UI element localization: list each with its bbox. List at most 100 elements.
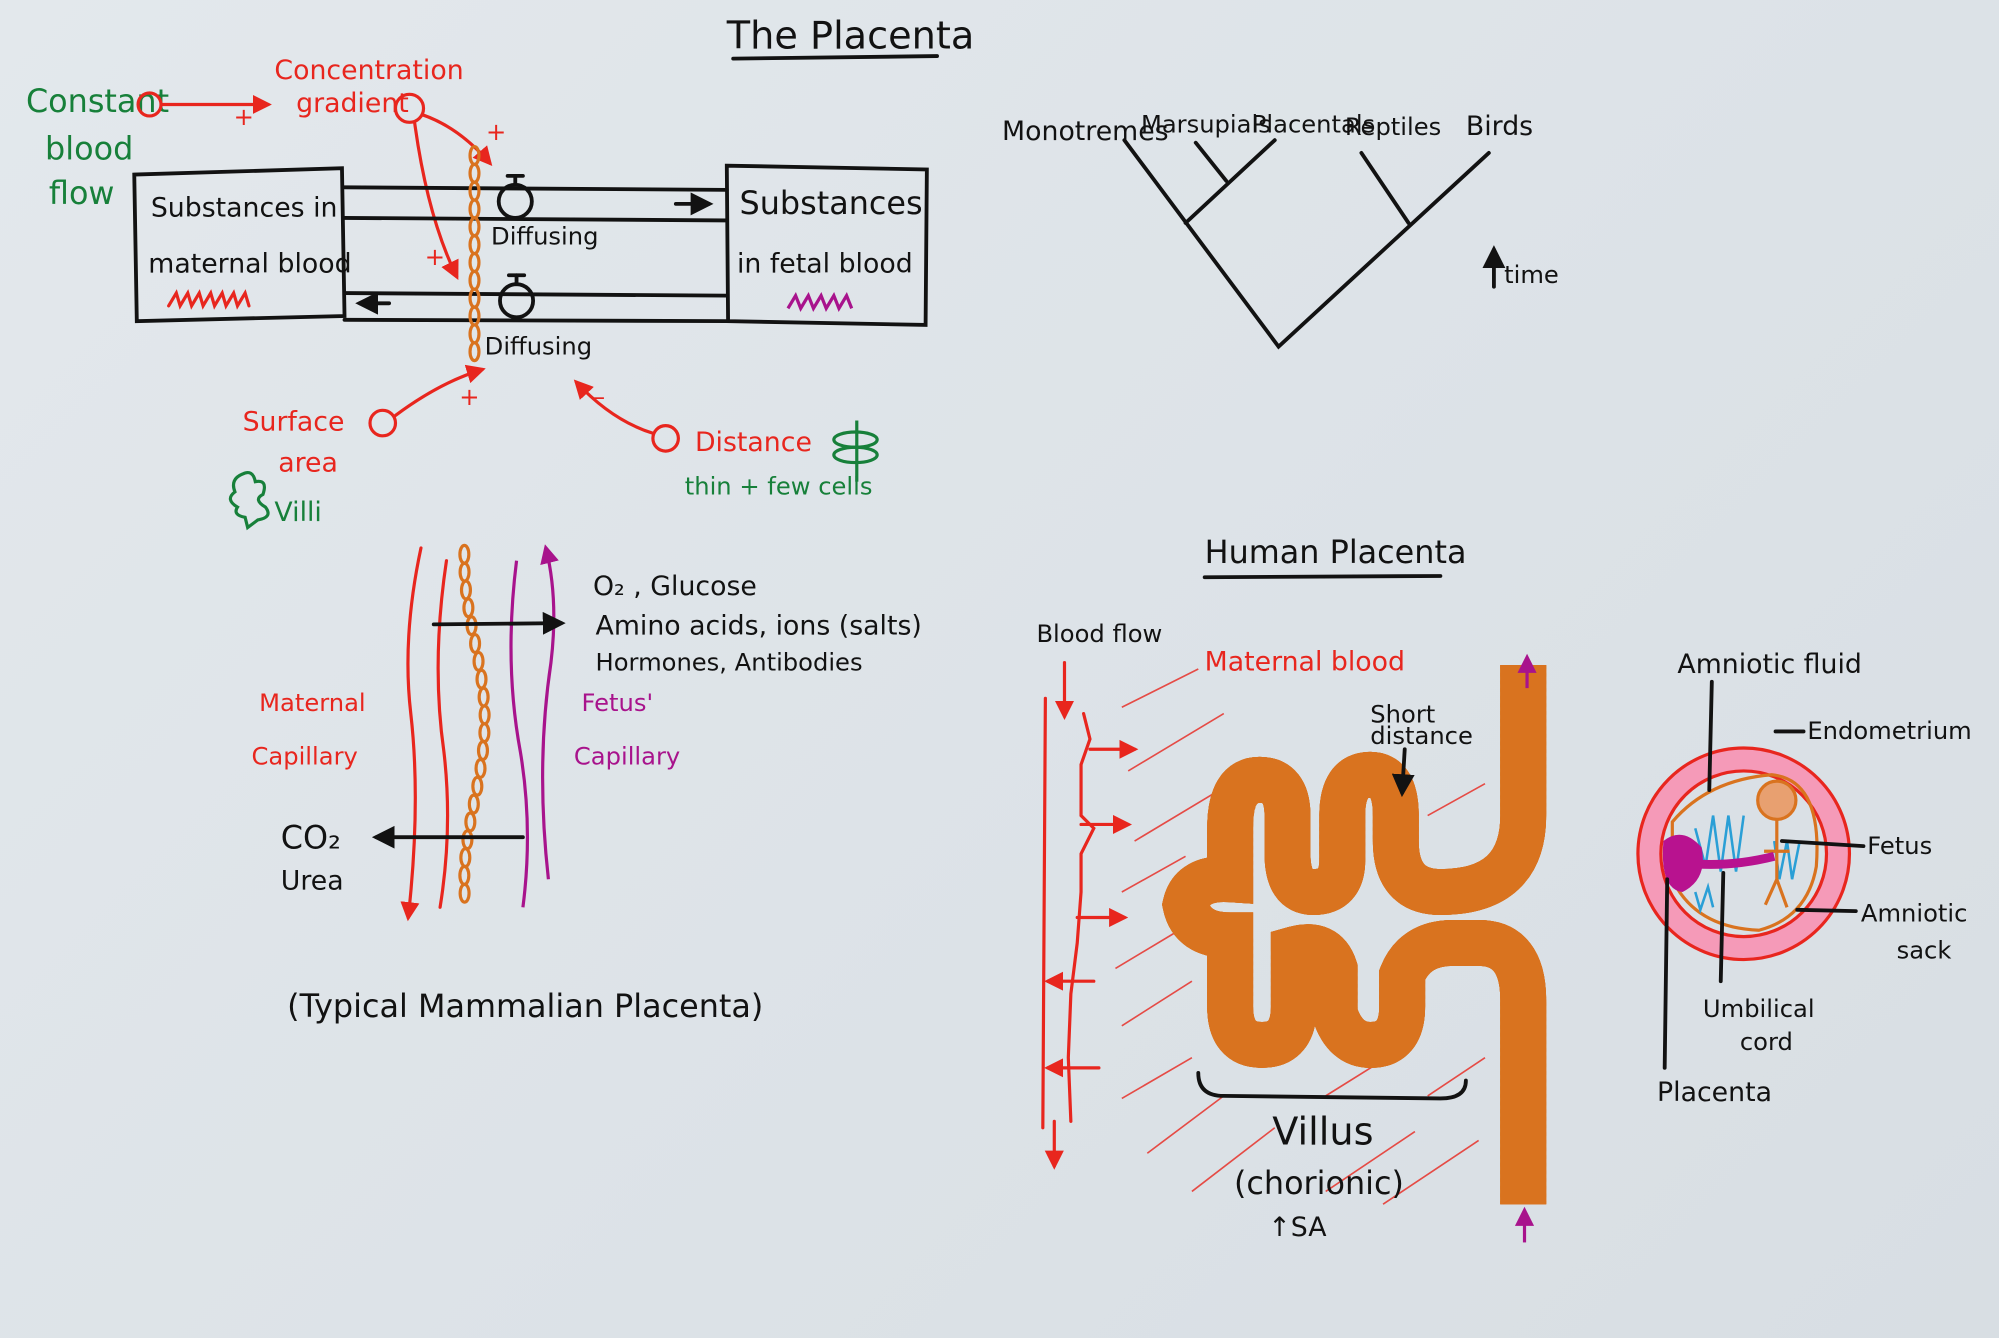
svg-text:blood: blood <box>45 129 133 167</box>
svg-text:Human Placenta: Human Placenta <box>1205 533 1467 571</box>
diffusion-channels: Diffusing Diffusing <box>342 144 729 363</box>
hatch-line <box>1121 980 1193 1027</box>
svg-text:Umbilical: Umbilical <box>1703 995 1815 1023</box>
chain-link <box>468 269 481 291</box>
hatch-line <box>1191 1127 1276 1193</box>
svg-text:Concentration: Concentration <box>274 55 463 86</box>
chain-link <box>468 234 481 256</box>
svg-text:(Typical Mammalian Placenta): (Typical Mammalian Placenta) <box>287 987 763 1025</box>
svg-text:area: area <box>278 447 338 478</box>
valve-icon <box>498 273 536 320</box>
factor-distance: – Distance thin + few cells <box>573 379 879 500</box>
hatch-line <box>1325 1130 1416 1193</box>
svg-text:Marsupials: Marsupials <box>1141 111 1271 139</box>
chain-link <box>458 864 471 886</box>
villus-brace <box>1196 1071 1468 1101</box>
hatch-line <box>1115 929 1180 970</box>
hatch-line <box>1427 1056 1486 1097</box>
svg-text:Placenta: Placenta <box>1657 1077 1772 1108</box>
chain-link <box>469 633 482 655</box>
svg-text:Hormones, Antibodies: Hormones, Antibodies <box>596 648 863 676</box>
factor-concentration-gradient: Concentration gradient + + <box>274 55 506 280</box>
svg-text:Fetus: Fetus <box>1867 832 1932 860</box>
chain-link <box>476 740 490 762</box>
factor-constant-blood-flow: Constant blood flow + <box>26 82 272 212</box>
factor-surface-area: Surface area + Villi <box>228 364 486 531</box>
membrane-chain <box>468 144 481 363</box>
valve-icon <box>496 173 534 220</box>
svg-text:Surface: Surface <box>243 407 345 438</box>
chain-link <box>459 847 472 869</box>
svg-text:Amino acids, ions (salts): Amino acids, ions (salts) <box>596 611 922 642</box>
hatch-line <box>1427 782 1486 817</box>
svg-text:–: – <box>593 383 605 411</box>
chain-link <box>477 686 490 708</box>
svg-text:Substances in: Substances in <box>151 193 338 224</box>
svg-text:cord: cord <box>1740 1028 1793 1056</box>
chain-link <box>471 775 484 797</box>
svg-text:CO₂: CO₂ <box>281 819 341 857</box>
svg-text:Birds: Birds <box>1466 111 1533 142</box>
hatch-line <box>1121 1056 1193 1100</box>
chain-link <box>459 579 473 601</box>
svg-text:time: time <box>1504 261 1559 289</box>
hatch-line <box>1121 855 1186 893</box>
svg-text:Urea: Urea <box>281 865 344 896</box>
chain-link <box>468 341 481 363</box>
svg-text:distance: distance <box>1370 722 1473 750</box>
chain-link <box>468 251 481 274</box>
capillary-diagram: O₂ , Glucose Amino acids, ions (salts) H… <box>251 543 922 1025</box>
chain-link <box>474 757 487 779</box>
svg-text:gradient: gradient <box>296 88 409 119</box>
villi-leaf-icon <box>228 471 270 531</box>
chain-link <box>461 829 474 851</box>
svg-text:in fetal blood: in fetal blood <box>737 249 913 280</box>
maternal-blood-hatching <box>1115 668 1486 1205</box>
phylogenetic-tree: Monotremes Marsupials Placentals Reptile… <box>1002 111 1559 350</box>
svg-text:Diffusing: Diffusing <box>491 223 598 251</box>
svg-text:+: + <box>486 118 506 146</box>
svg-text:+: + <box>234 103 254 131</box>
chain-link <box>468 162 481 184</box>
svg-text:Endometrium: Endometrium <box>1807 717 1971 745</box>
svg-text:Villus: Villus <box>1272 1110 1373 1154</box>
chain-link <box>458 561 471 583</box>
fetal-blood-box: Substances in fetal blood <box>724 163 929 327</box>
chain-link <box>472 650 485 672</box>
membrane-chain <box>458 543 491 904</box>
svg-text:maternal blood: maternal blood <box>148 249 351 280</box>
svg-text:The Placenta: The Placenta <box>726 14 974 58</box>
svg-text:Fetus': Fetus' <box>582 689 654 717</box>
svg-text:+: + <box>425 243 445 271</box>
svg-text:Distance: Distance <box>695 427 812 458</box>
svg-text:Reptiles: Reptiles <box>1345 113 1441 141</box>
svg-text:(chorionic): (chorionic) <box>1234 1164 1404 1202</box>
chain-link <box>458 882 471 904</box>
chain-link <box>468 323 481 345</box>
svg-text:↑SA: ↑SA <box>1268 1212 1327 1243</box>
hatch-line <box>1127 712 1225 772</box>
svg-text:+: + <box>459 383 479 411</box>
fetus-icon <box>1756 779 1798 821</box>
uterus-diagram: Amniotic fluid Endometrium Fetus Amnioti… <box>1636 649 1972 1108</box>
chorionic-villus <box>1162 658 1528 1243</box>
svg-text:Villi: Villi <box>274 497 321 528</box>
svg-text:Amniotic fluid: Amniotic fluid <box>1677 649 1861 680</box>
chain-link <box>475 668 488 690</box>
chain-link <box>458 543 471 565</box>
chain-link <box>462 597 475 619</box>
svg-text:Maternal: Maternal <box>259 689 366 717</box>
hatch-line <box>1121 668 1199 708</box>
svg-text:sack: sack <box>1897 936 1952 964</box>
svg-text:Capillary: Capillary <box>574 743 680 771</box>
svg-text:Monotremes: Monotremes <box>1002 116 1169 147</box>
svg-text:Diffusing: Diffusing <box>485 332 592 360</box>
maternal-blood-box: Substances in maternal blood <box>132 166 352 324</box>
page-title: The Placenta <box>726 14 974 61</box>
svg-text:flow: flow <box>49 174 115 212</box>
chain-link <box>468 305 481 327</box>
svg-text:Short: Short <box>1370 701 1435 729</box>
human-placenta-section: Human Placenta Blood flow Maternal blood… <box>1036 533 1527 1243</box>
hatch-line <box>1325 1063 1378 1097</box>
svg-text:Amniotic: Amniotic <box>1861 899 1968 927</box>
